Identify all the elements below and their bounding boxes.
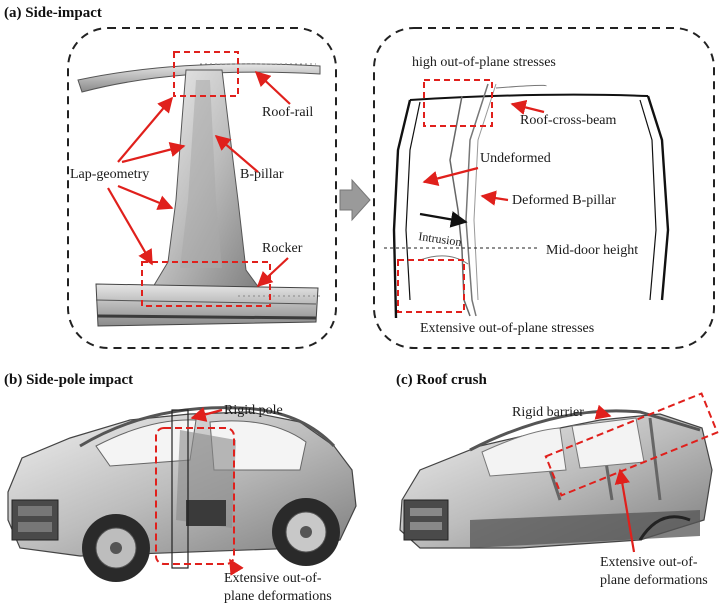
lap-arrow-4 xyxy=(107,187,153,266)
undeformed-arrow xyxy=(422,166,479,186)
upper-stress-highlight xyxy=(423,79,493,127)
panel-a-right-frame xyxy=(373,27,715,349)
intrusion-arrow xyxy=(419,211,468,228)
roof-rail-arrow xyxy=(254,70,291,105)
rigid-pole xyxy=(171,409,189,569)
high-stress-label: high out-of-plane stresses xyxy=(412,55,556,70)
panel-b-title: (b) Side-pole impact xyxy=(4,372,133,388)
roof-rail-label: Roof-rail xyxy=(262,105,313,120)
rocker-arrow xyxy=(256,257,289,288)
roof-crush-car-illustration xyxy=(399,409,713,549)
roof-cross-beam-label: Roof-cross-beam xyxy=(520,113,617,128)
deformed-arrow xyxy=(480,190,509,206)
rigid-pole-arrow xyxy=(190,406,223,422)
pole-deform-label-line2: plane deformations xyxy=(224,589,332,604)
rigid-barrier xyxy=(544,392,719,497)
intrusion-label: Intrusion xyxy=(418,229,463,249)
side-pole-car-illustration xyxy=(7,406,357,582)
roof-joint-highlight xyxy=(173,51,239,97)
roof-deform-arrow xyxy=(614,468,636,553)
lap-arrow-1 xyxy=(117,96,173,163)
rigid-barrier-label: Rigid barrier xyxy=(512,405,584,420)
undeformed-label: Undeformed xyxy=(480,151,551,166)
roof-deform-label-line2: plane deformations xyxy=(600,573,708,588)
lap-arrow-3 xyxy=(117,184,174,210)
b-pillar-arrow xyxy=(214,134,259,173)
pole-deform-label-line1: Extensive out-of- xyxy=(224,571,322,586)
roof-deform-label-line1: Extensive out-of- xyxy=(600,555,698,570)
pole-deform-arrow xyxy=(229,558,244,576)
rigid-pole-label: Rigid pole xyxy=(224,403,283,418)
rocker-label: Rocker xyxy=(262,241,303,256)
panel-a-title: (a) Side-impact xyxy=(4,5,102,21)
panel-c-title: (c) Roof crush xyxy=(396,372,487,388)
panel-a-left-frame xyxy=(67,27,337,349)
b-pillar-label: B-pillar xyxy=(240,167,284,182)
transition-arrow xyxy=(339,178,371,222)
roof-cross-beam-arrow xyxy=(510,99,545,115)
b-pillar-assembly-illustration xyxy=(77,63,321,327)
lap-geometry-label: Lap-geometry xyxy=(70,167,149,182)
pole-deformation-highlight xyxy=(155,427,235,565)
deformed-b-pillar-label: Deformed B-pillar xyxy=(512,193,616,208)
extensive-stress-label: Extensive out-of-plane stresses xyxy=(420,321,594,336)
mid-door-label: Mid-door height xyxy=(546,243,638,258)
lap-arrow-2 xyxy=(121,142,186,164)
lower-stress-highlight xyxy=(397,259,465,313)
rigid-barrier-arrow xyxy=(594,404,612,420)
